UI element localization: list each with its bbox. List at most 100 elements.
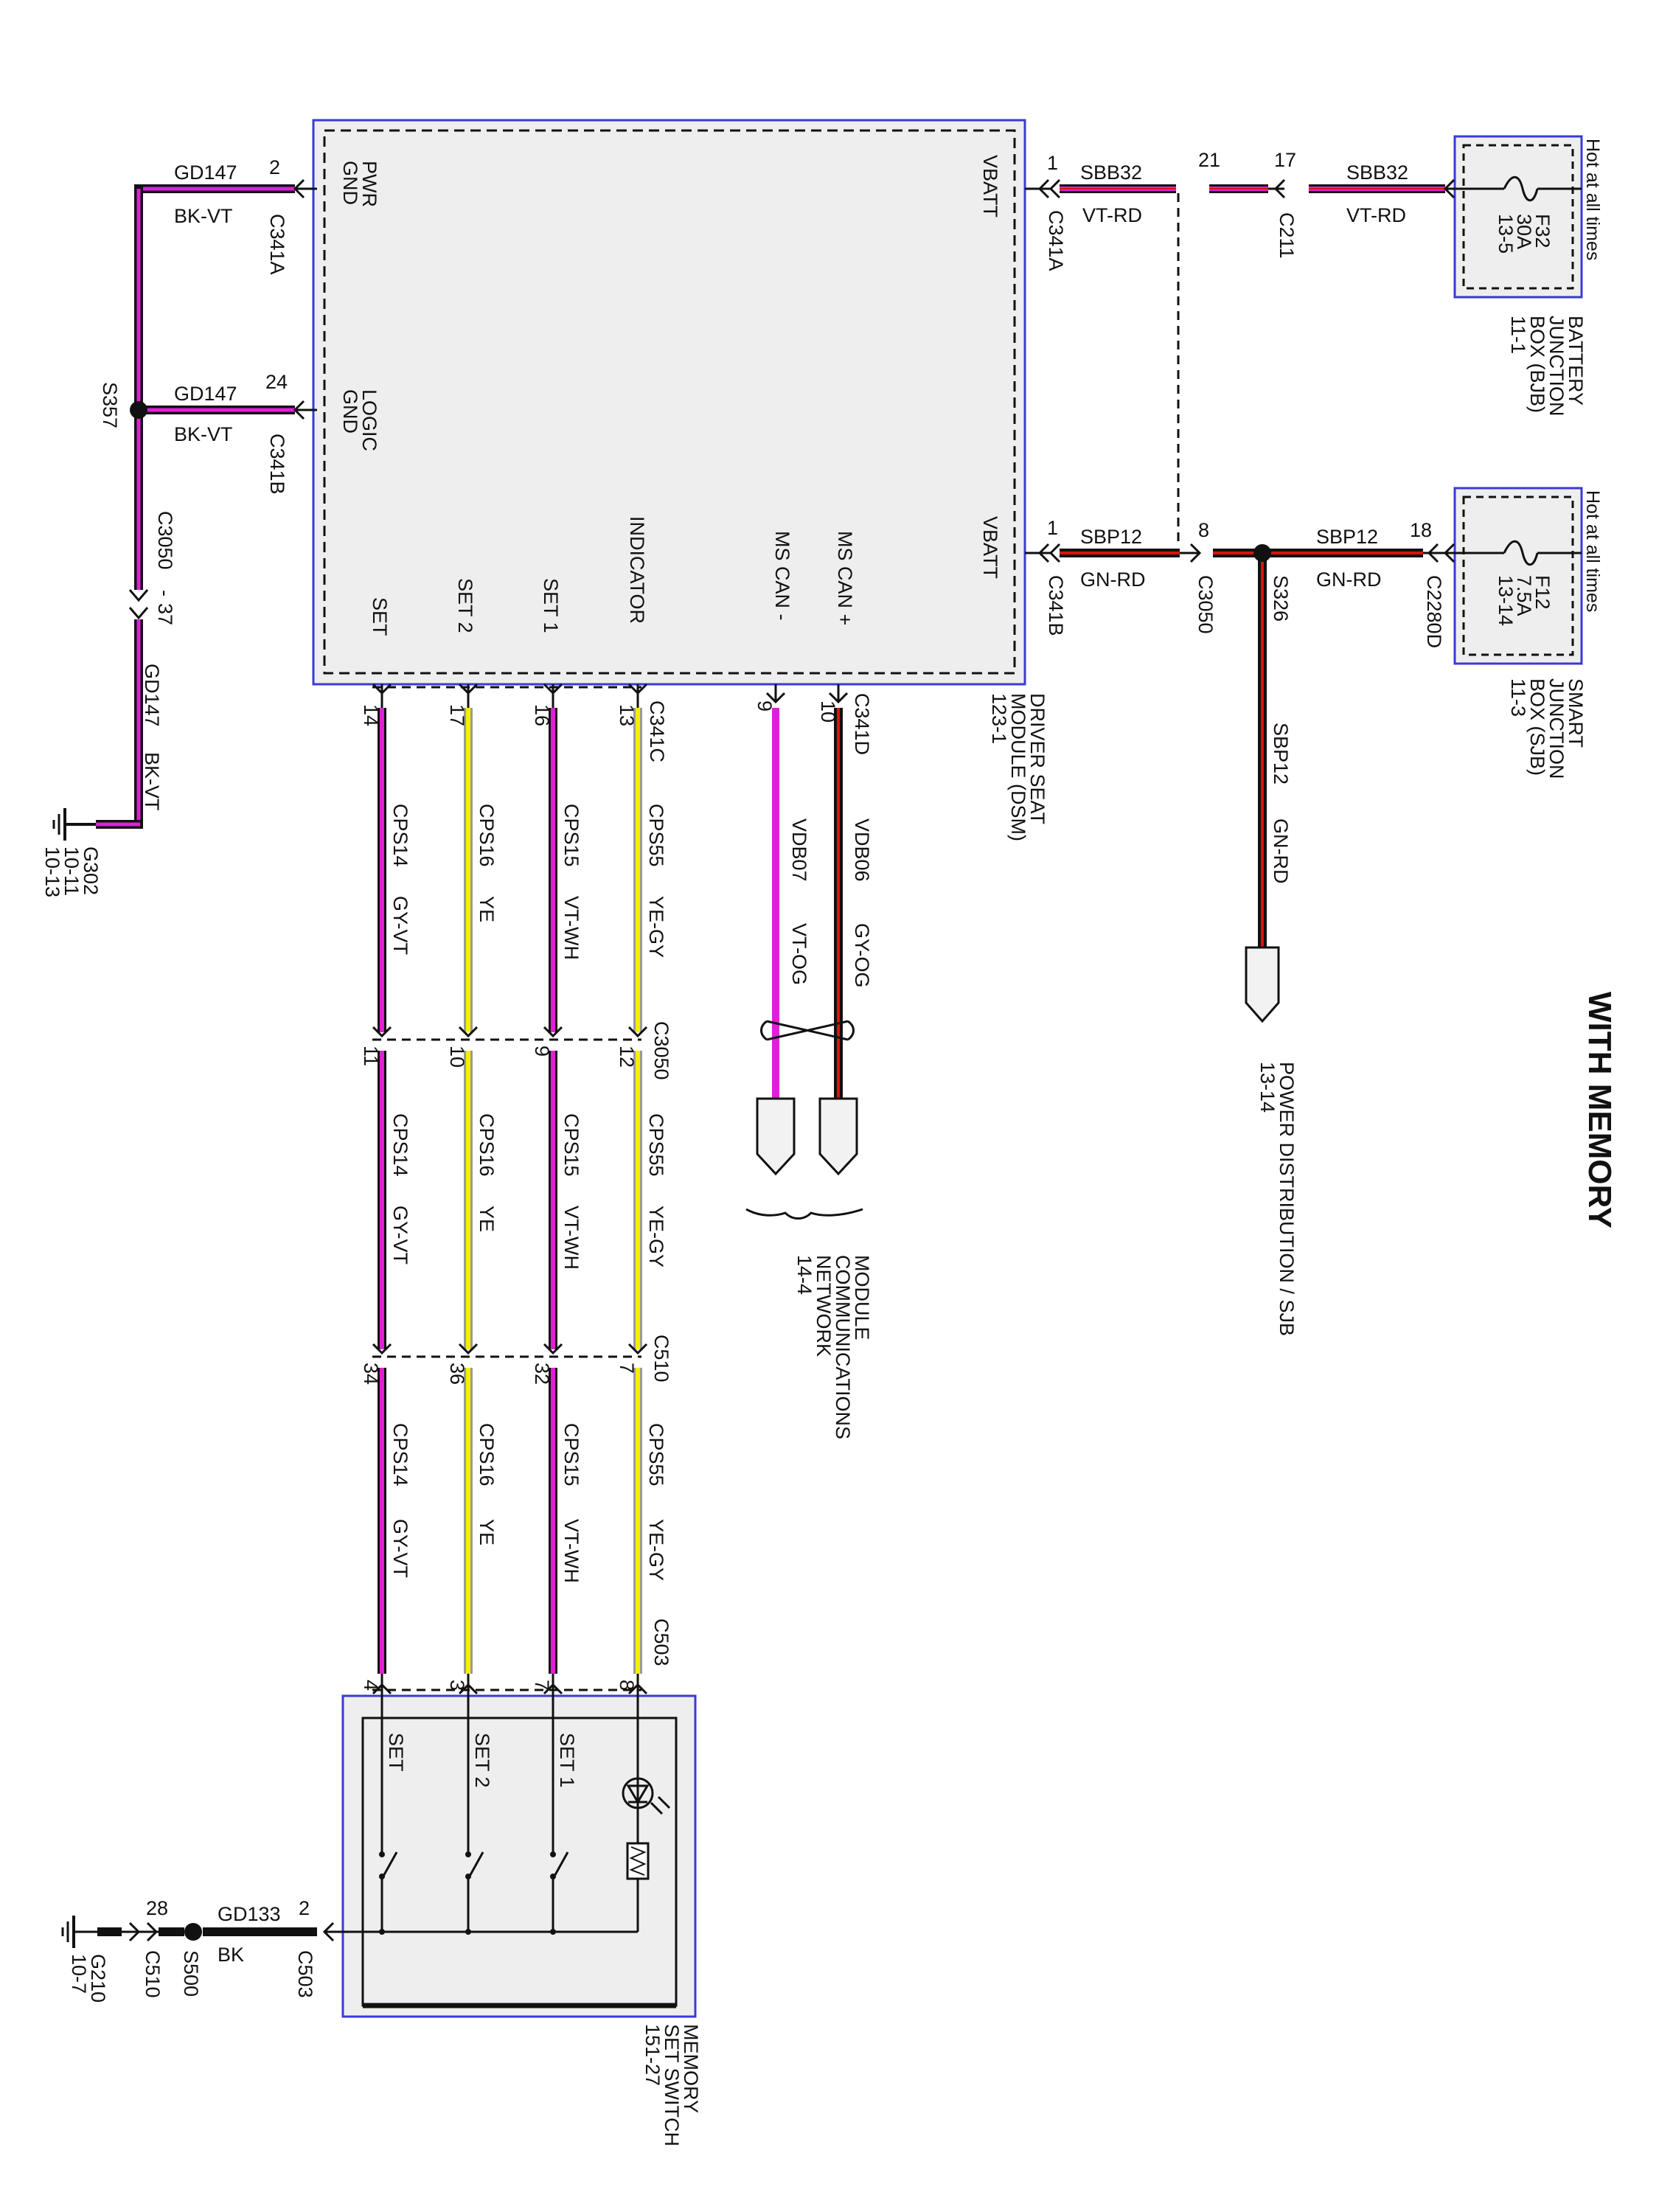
wire-set1-pin-3: 7 — [531, 1680, 553, 1691]
can-minus-arrow-icon — [756, 1097, 796, 1176]
sbb32-wire1-circuit: SBB32 — [1080, 161, 1142, 184]
wire-set1-color-0: VT-WH — [560, 896, 582, 960]
s500-label: S500 — [180, 1950, 202, 1997]
sjb-name-4: 11-3 — [1507, 678, 1529, 717]
wire-set-pin-1: 11 — [360, 1046, 382, 1066]
wire-ind-color-2: YE-GY — [645, 1519, 667, 1581]
wire-ind-color-0: YE-GY — [645, 896, 667, 958]
sjb-name-3: BOX (SJB) — [1526, 678, 1548, 776]
wire-set2-pin-2: 36 — [446, 1363, 468, 1385]
wire-set1-color-1: VT-WH — [560, 1206, 582, 1270]
dsm-vbatt-mid-label: VBATT — [979, 516, 1001, 579]
wire-set1-color-2: VT-WH — [560, 1519, 582, 1583]
wire-set2-circuit-1: CPS16 — [476, 1113, 498, 1177]
c3050-ground-label: C3050 — [154, 511, 176, 570]
dsm-name-3: 123-1 — [988, 693, 1010, 744]
c341b-right-label: C341B — [1045, 575, 1067, 636]
c510-switch-label: C510 — [650, 1335, 672, 1382]
switch-label-set2: SET 2 — [471, 1733, 493, 1788]
ground-symbol-g302 — [52, 808, 66, 841]
wire-set1-arrow-icon-1 — [543, 1026, 563, 1038]
sbp12-wire2-color: GN-RD — [1316, 568, 1382, 591]
c211-label: C211 — [1276, 212, 1298, 259]
wire-ind-pin-3: 8 — [616, 1680, 638, 1691]
c211-pin-a: 21 — [1198, 149, 1220, 171]
twisted-pair-icon — [760, 1020, 855, 1041]
c510-ground-label: C510 — [142, 1950, 164, 1998]
memory-switch-name-3: 151-27 — [641, 2024, 664, 2086]
sbp12-dsm-pin: 1 — [1047, 517, 1058, 539]
wire-set-color-1: GY-VT — [389, 1206, 411, 1265]
splice-s326 — [1253, 544, 1271, 562]
memory-switch-name-1: MEMORY — [680, 2024, 702, 2113]
wire-set2-circuit-2: CPS16 — [476, 1423, 498, 1486]
sbb32-dsm-pin: 1 — [1047, 152, 1058, 174]
wire-set1-circuit-1: CPS15 — [560, 1113, 582, 1177]
vdb06-circuit: VDB06 — [851, 818, 873, 882]
bjb-name-2: JUNCTION — [1545, 316, 1568, 417]
wire-ind-arrow-icon-2 — [627, 1343, 648, 1355]
wire-set-circuit-0: CPS14 — [389, 804, 411, 867]
gd133-color: BK — [218, 1944, 244, 1966]
c2280d-pin: 18 — [1410, 519, 1432, 541]
c503-switch-label: C503 — [650, 1618, 672, 1666]
dsm-set2-label: SET 2 — [454, 578, 476, 633]
vdb06-color: GY-OG — [851, 923, 873, 988]
c341b-left-label: C341B — [266, 434, 288, 495]
network-name-3: NETWORK — [813, 1255, 835, 1357]
can-plus-pin: 10 — [817, 700, 839, 723]
can-plus-arrow-icon — [818, 1097, 858, 1176]
wire-set2-pin-3: 3 — [446, 1680, 468, 1691]
gd147-top-color: BK-VT — [174, 205, 233, 227]
can-minus-pin: 9 — [754, 700, 776, 712]
c510-ground-pin: 28 — [146, 1897, 168, 1919]
ground-symbol-g210 — [61, 1916, 75, 1948]
power-distribution-ref: 13-14 — [1256, 1062, 1279, 1113]
gd147-top-pin: 2 — [269, 156, 280, 178]
wire-set1-pin-2: 32 — [531, 1363, 553, 1385]
gd147-top-circuit: GD147 — [174, 161, 237, 184]
wire-set1-arrow-icon-2 — [543, 1343, 563, 1355]
g302-ref-1: 10-11 — [60, 846, 83, 896]
splice-s357 — [130, 401, 147, 419]
gd133-pin: 2 — [299, 1897, 310, 1919]
memory-switch-name-2: SET SWITCH — [661, 2024, 683, 2146]
c341a-right-label: C341A — [1045, 210, 1067, 271]
sjb-name-2: JUNCTION — [1545, 678, 1568, 779]
f32-rating: 30A — [1513, 214, 1535, 249]
wire-set2-color-0: YE — [476, 896, 498, 922]
c341d-label: C341D — [851, 693, 873, 755]
wire-ind-pin-1: 12 — [616, 1046, 638, 1068]
wire-set1-arrow-icon-3 — [543, 1683, 563, 1695]
bjb-hot-note: Hot at all times — [1582, 139, 1603, 260]
switch-label-set: SET — [385, 1733, 407, 1772]
bjb-fuse-box — [1453, 135, 1583, 299]
gd147-mid-pin: 24 — [265, 371, 288, 393]
g210-ref: 10-7 — [68, 1954, 90, 1994]
sbp12-wire1-color: GN-RD — [1080, 568, 1146, 591]
memory-switch-internals — [61, 1711, 671, 1948]
wire-ind-color-1: YE-GY — [645, 1206, 667, 1267]
resistor-icon — [626, 1842, 650, 1880]
f32-ref: 13-5 — [1495, 214, 1517, 254]
driver-seat-module — [312, 119, 1026, 686]
power-distribution-label: POWER DISTRIBUTION / SJB — [1276, 1062, 1298, 1336]
wire-set2-color-2: YE — [476, 1519, 498, 1545]
wire-ind-circuit-0: CPS55 — [645, 804, 667, 867]
network-name-4: 14-4 — [793, 1255, 815, 1295]
c3050-top-pin: 8 — [1198, 519, 1209, 541]
wire-set-circuit-1: CPS14 — [389, 1113, 411, 1177]
wire-set1-circuit-0: CPS15 — [560, 804, 582, 867]
bjb-name-3: BOX (BJB) — [1526, 316, 1548, 413]
dsm-name-2: MODULE (DSM) — [1007, 693, 1029, 841]
indicator-led-icon — [622, 1777, 671, 1815]
sjb-hot-note: Hot at all times — [1582, 490, 1603, 612]
wire-set2-circuit-0: CPS16 — [476, 804, 498, 867]
sbp12-branch-circuit: SBP12 — [1270, 723, 1292, 785]
c3050-top-label: C3050 — [1194, 575, 1217, 634]
vdb07-circuit: VDB07 — [788, 818, 810, 882]
sbp12-wire2-circuit: SBP12 — [1316, 526, 1378, 548]
wire-set-pin-2: 34 — [360, 1363, 382, 1385]
gd147-down-circuit: GD147 — [141, 664, 163, 727]
